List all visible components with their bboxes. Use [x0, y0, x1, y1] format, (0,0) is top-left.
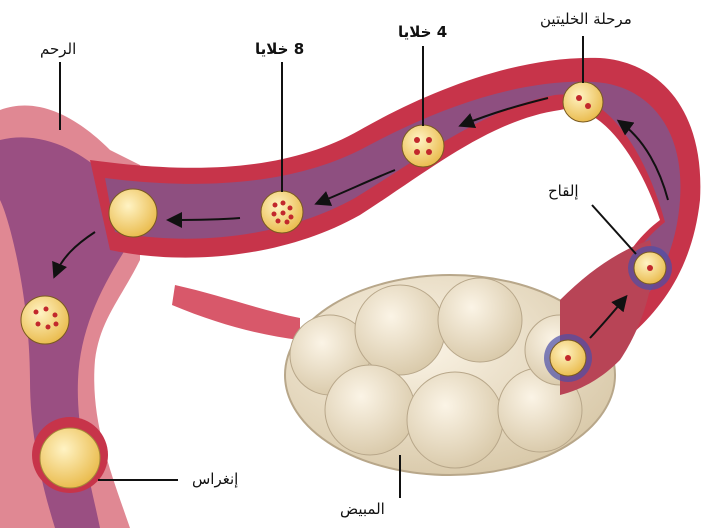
label-four-cells: 4 خلايا: [398, 23, 447, 41]
cell-two: [563, 82, 603, 122]
label-eight-cells: 8 خلايا: [255, 40, 304, 58]
label-uterus: الرحم: [40, 40, 76, 58]
implanted-embryo: [32, 417, 108, 493]
ovarian-ligament: [172, 285, 300, 340]
label-ovary: المبيض: [340, 500, 385, 518]
label-two-cell-stage: مرحلة الخليتين: [540, 10, 632, 28]
label-fertilization: إلقاح: [548, 182, 579, 200]
leader-fertilization: [592, 205, 636, 254]
cell-blastocyst: [21, 296, 69, 344]
cell-four: [402, 125, 444, 167]
cell-morula: [109, 189, 157, 237]
label-implantation: إنغراس: [192, 470, 238, 488]
